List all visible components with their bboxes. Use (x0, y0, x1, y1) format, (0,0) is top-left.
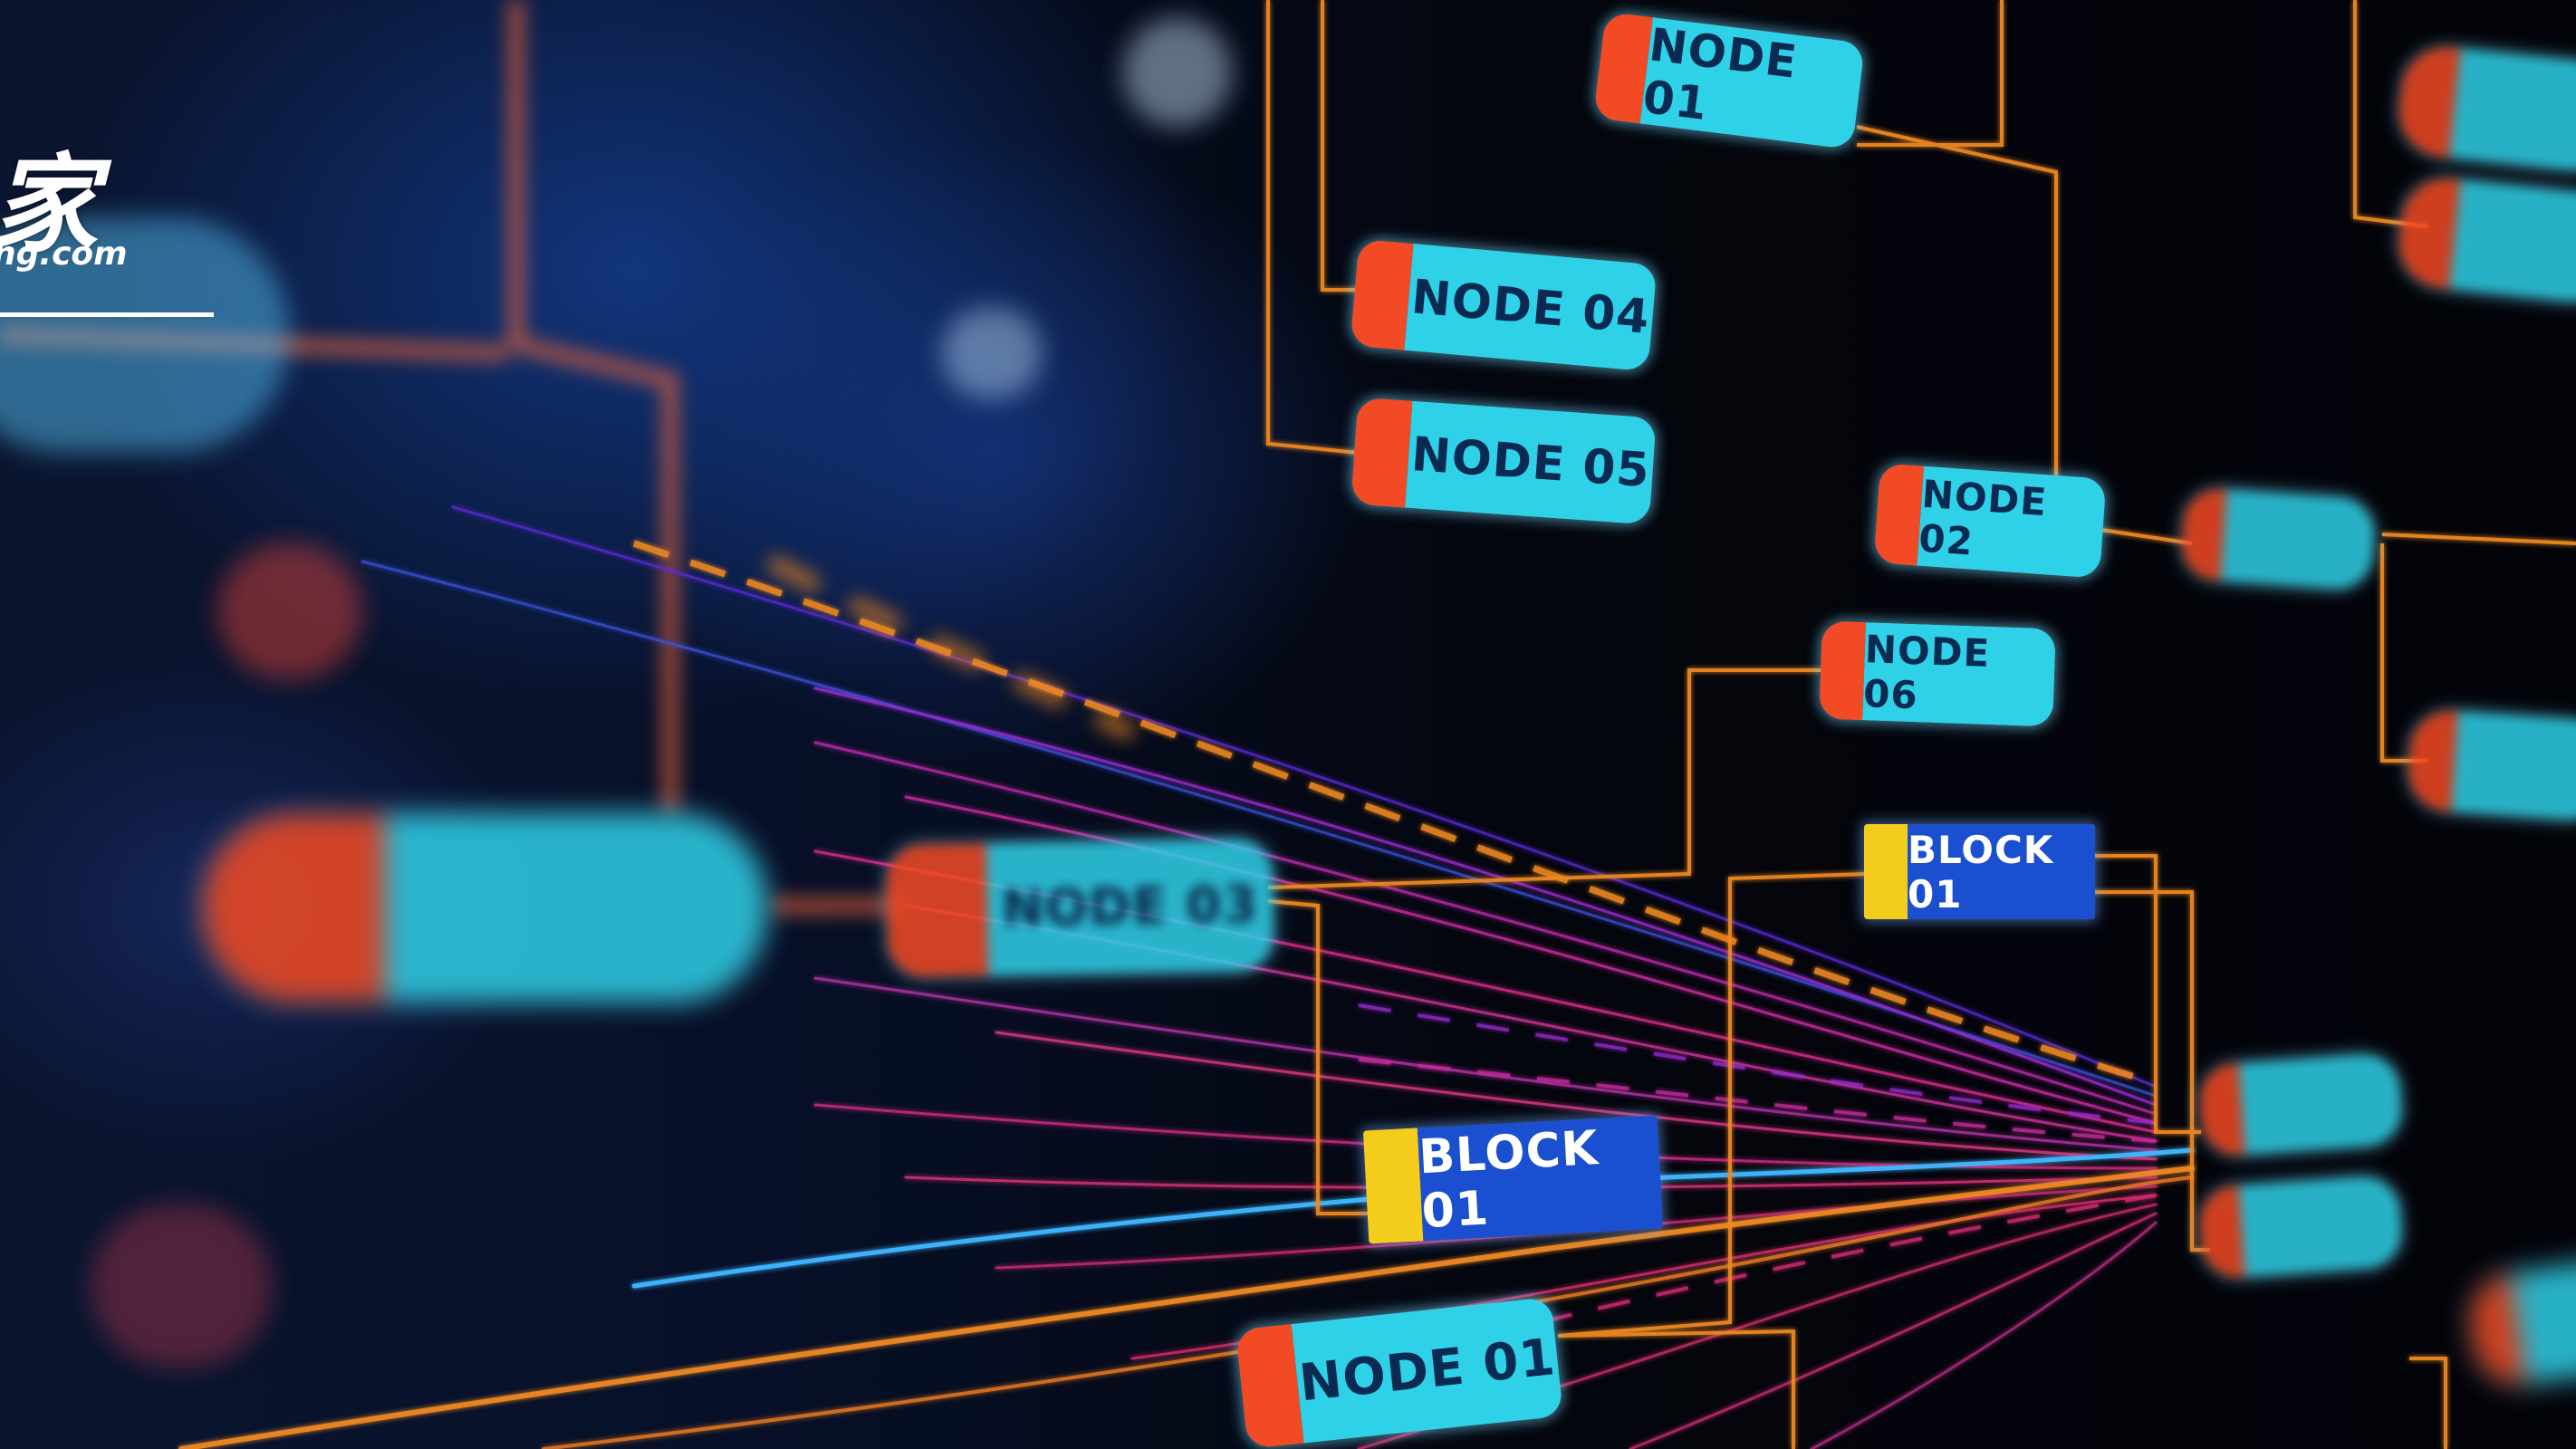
node-05: NODE 05 (1350, 397, 1657, 525)
watermark-underline (0, 312, 214, 317)
watermark-domain: ng.com (0, 235, 128, 273)
dashed-orange-line (632, 540, 2139, 1081)
blurred-node-left-large (204, 815, 765, 1001)
node-02: NODE 02 (1873, 463, 2107, 579)
blurred-node-right-3 (2179, 486, 2377, 591)
blurred-glow-top-left (0, 217, 290, 453)
node-04-label: NODE 04 (1404, 244, 1658, 372)
node-03: NODE 03 (886, 839, 1274, 977)
node-03-label: NODE 03 (985, 839, 1274, 975)
blurred-node-right-5 (2197, 1052, 2404, 1157)
blurred-light-mid (942, 308, 1042, 398)
blurred-red-spot-bottom (91, 1204, 272, 1367)
blurred-orange-frame (0, 0, 906, 914)
node-06-label: NODE 06 (1862, 622, 2056, 727)
node-02-label: NODE 02 (1917, 465, 2107, 579)
blurred-node-right-4 (2406, 708, 2576, 822)
blurred-red-spot (217, 543, 362, 679)
blurred-node-right-6 (2197, 1175, 2404, 1280)
node-06: NODE 06 (1819, 620, 2056, 727)
blurred-light-center (1123, 18, 1232, 127)
dashed-orange-line-near (765, 554, 1137, 742)
block-01-center: BLOCK 01 (1362, 1115, 1664, 1244)
dashed-magenta-lines (1358, 1003, 2157, 1324)
node-05-label: NODE 05 (1405, 400, 1657, 525)
watermark-glyph: 家 (0, 142, 99, 267)
block-01-right: BLOCK 01 (1864, 824, 2095, 919)
orange-connectors (1266, 0, 2576, 1449)
watermark-logo: 家 ng.com (0, 118, 217, 335)
block-01-right-label: BLOCK 01 (1908, 824, 2095, 919)
block-01-center-label: BLOCK 01 (1417, 1115, 1664, 1242)
